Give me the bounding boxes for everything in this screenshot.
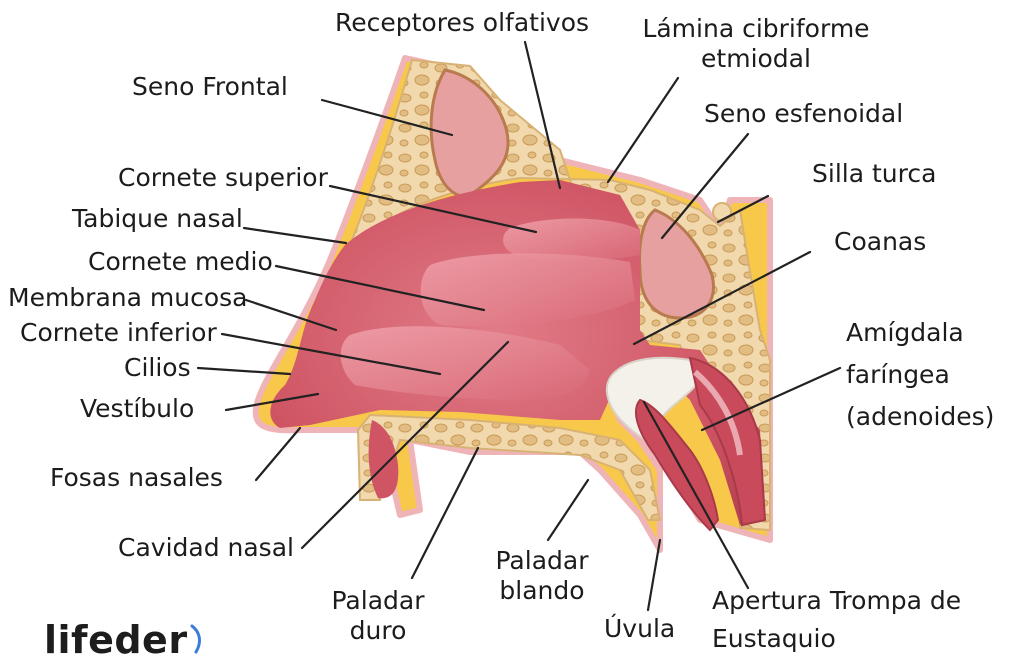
- label-cornete-inferior: Cornete inferior: [20, 318, 217, 348]
- label-amigdala-line3: (adenoides): [846, 396, 994, 438]
- sella-turcica: [713, 203, 731, 221]
- label-paladar-blando-line1: Paladar: [486, 546, 598, 576]
- label-seno-frontal: Seno Frontal: [132, 72, 288, 102]
- brand-logo: lifeder: [44, 618, 188, 662]
- label-amigdala-line1: Amígdala: [846, 312, 994, 354]
- label-lamina-cribiforme: Lámina cibriforme etmiodal: [632, 14, 880, 74]
- label-fosas-nasales: Fosas nasales: [50, 463, 223, 493]
- label-tabique-nasal: Tabique nasal: [72, 204, 243, 234]
- label-amigdala-line2: faríngea: [846, 354, 994, 396]
- label-apertura-line1: Apertura Trompa de: [712, 582, 961, 620]
- label-seno-esfenoidal: Seno esfenoidal: [704, 99, 903, 129]
- label-cavidad-nasal: Cavidad nasal: [118, 533, 294, 563]
- logo-swoosh-icon: [190, 624, 204, 654]
- label-lamina-line1: Lámina cibriforme: [632, 14, 880, 44]
- label-paladar-blando: Paladar blando: [486, 546, 598, 606]
- label-paladar-duro-line2: duro: [322, 616, 434, 646]
- label-cornete-medio: Cornete medio: [88, 247, 273, 277]
- label-lamina-line2: etmiodal: [632, 44, 880, 74]
- label-amigdala-faringea: Amígdala faríngea (adenoides): [846, 312, 994, 438]
- label-vestibulo: Vestíbulo: [80, 394, 194, 424]
- label-silla-turca: Silla turca: [812, 159, 936, 189]
- label-cornete-superior: Cornete superior: [118, 163, 328, 193]
- label-apertura-trompa-eustaquio: Apertura Trompa de Eustaquio: [712, 582, 961, 658]
- label-membrana-mucosa: Membrana mucosa: [8, 283, 247, 313]
- label-uvula: Úvula: [604, 614, 675, 644]
- label-paladar-blando-line2: blando: [486, 576, 598, 606]
- label-receptores-olfativos: Receptores olfativos: [335, 8, 589, 38]
- label-paladar-duro-line1: Paladar: [322, 586, 434, 616]
- label-cilios: Cilios: [124, 353, 191, 383]
- label-apertura-line2: Eustaquio: [712, 620, 961, 658]
- label-paladar-duro: Paladar duro: [322, 586, 434, 646]
- label-coanas: Coanas: [834, 227, 926, 257]
